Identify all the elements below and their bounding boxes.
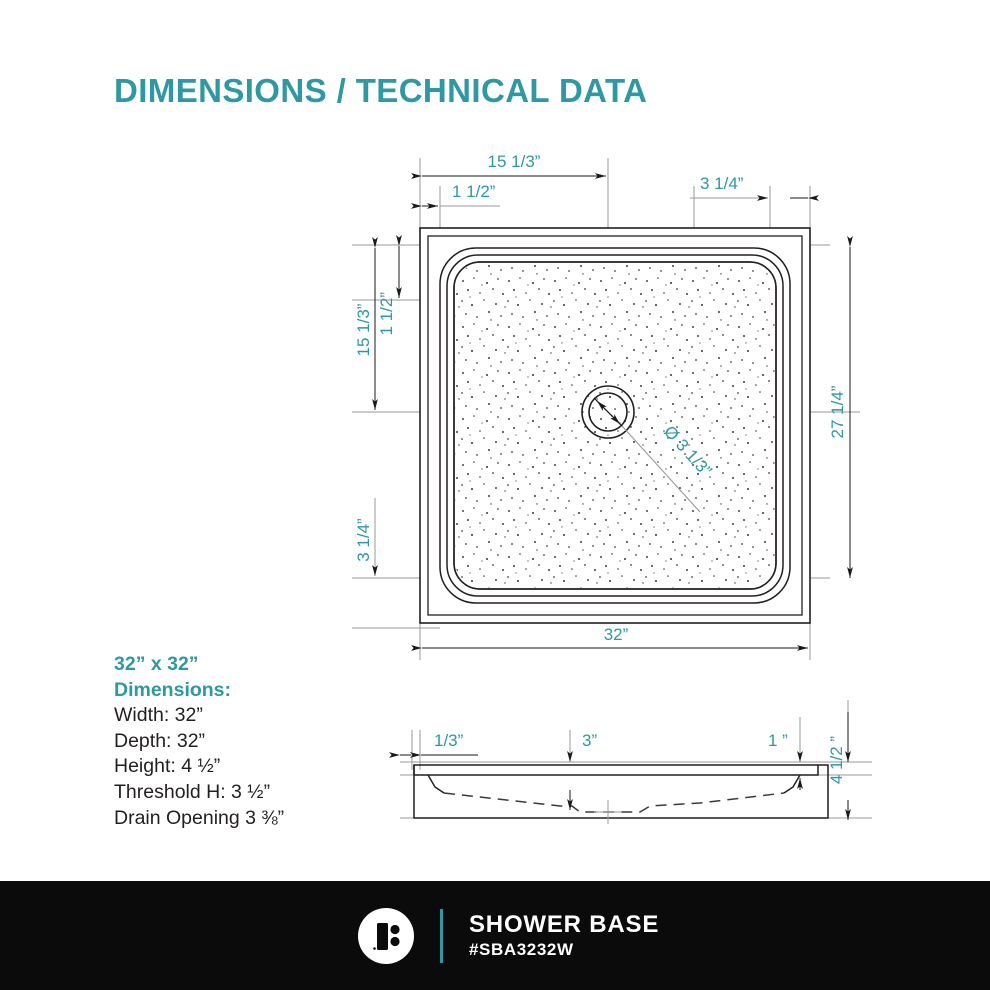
footer-product-sku: #SBA3232W — [469, 939, 574, 959]
dimension-side-1-3-label: 1/3” — [434, 731, 464, 750]
dimension-side-4-1-2-label: 4 1/2 ” — [827, 736, 846, 785]
dimension-side-3-label: 3” — [582, 731, 597, 750]
footer-product-title: SHOWER BASE — [469, 910, 660, 938]
side-view-body — [413, 764, 829, 819]
dimension-side-1-label: 1 ” — [768, 731, 788, 750]
brand-logo-icon — [358, 907, 414, 964]
dimension-side-1-3: 1/3” — [389, 731, 478, 758]
drain-opening — [581, 385, 635, 439]
dimension-side-4-1-2: 4 1/2 ” — [827, 712, 851, 820]
dimension-top-15-1-3-label: 15 1/3” — [488, 152, 541, 171]
drain-diameter-arrows — [593, 397, 624, 428]
dimension-top-3-1-4-label: 3 1/4” — [700, 174, 744, 193]
spec-threshold-height: Threshold H: 3 ½” — [114, 780, 271, 803]
spec-height: Height: 4 ½” — [114, 755, 221, 778]
spec-dimensions-heading: Dimensions: — [114, 678, 232, 701]
spec-depth: Depth: 32” — [114, 729, 206, 752]
dimension-top-15-1-3: 15 1/3” — [411, 152, 609, 190]
drain-leader-line — [621, 425, 701, 513]
side-view-drain-centerline — [594, 800, 622, 824]
dimension-left-15-1-3-label: 15 1/3” — [354, 303, 373, 356]
footer-divider — [440, 908, 443, 963]
dimension-right-27-1-4-label: 27 1/4” — [828, 385, 847, 438]
dimension-left-3-1-4: 3 1/4” — [354, 498, 378, 576]
dimension-bottom-32: 32” — [411, 625, 811, 652]
dimension-top-1-1-2: 1 1/2” — [411, 182, 500, 209]
dimension-top-1-1-2-label: 1 1/2” — [452, 182, 496, 201]
dimension-side-3: 3” — [567, 730, 597, 810]
technical-drawing: Ø 3 1/3” 15 1/3” 1 1/2” 3 1/4” 15 1/3” 1… — [352, 152, 872, 824]
shower-base-outline — [419, 227, 811, 624]
dimension-top-3-1-4: 3 1/4” — [690, 174, 819, 201]
footer-bar: SHOWER BASE #SBA3232W — [0, 881, 990, 990]
dimension-left-1-1-2-label: 1 1/2” — [377, 292, 396, 336]
spec-block: 32” x 32” Dimensions: Width: 32” Depth: … — [114, 652, 384, 831]
spec-size: 32” x 32” — [114, 653, 199, 675]
brand-mark-icon — [373, 922, 400, 950]
page-title: DIMENSIONS / TECHNICAL DATA — [114, 72, 648, 109]
side-view-extension-lines — [400, 700, 872, 819]
side-view-slope-profile — [443, 792, 785, 813]
spec-width: Width: 32” — [114, 704, 203, 727]
dimension-left-3-1-4-label: 3 1/4” — [354, 518, 373, 562]
dimension-side-1: 1 ” — [768, 724, 803, 790]
dimension-right-27-1-4: 27 1/4” — [828, 236, 853, 578]
spec-drain-opening: Drain Opening 3 ⅜” — [114, 806, 285, 829]
dimension-bottom-32-label: 32” — [604, 625, 629, 644]
dimension-left-1-1-2: 1 1/2” — [377, 235, 402, 336]
dimension-left-15-1-3: 15 1/3” — [354, 237, 378, 410]
